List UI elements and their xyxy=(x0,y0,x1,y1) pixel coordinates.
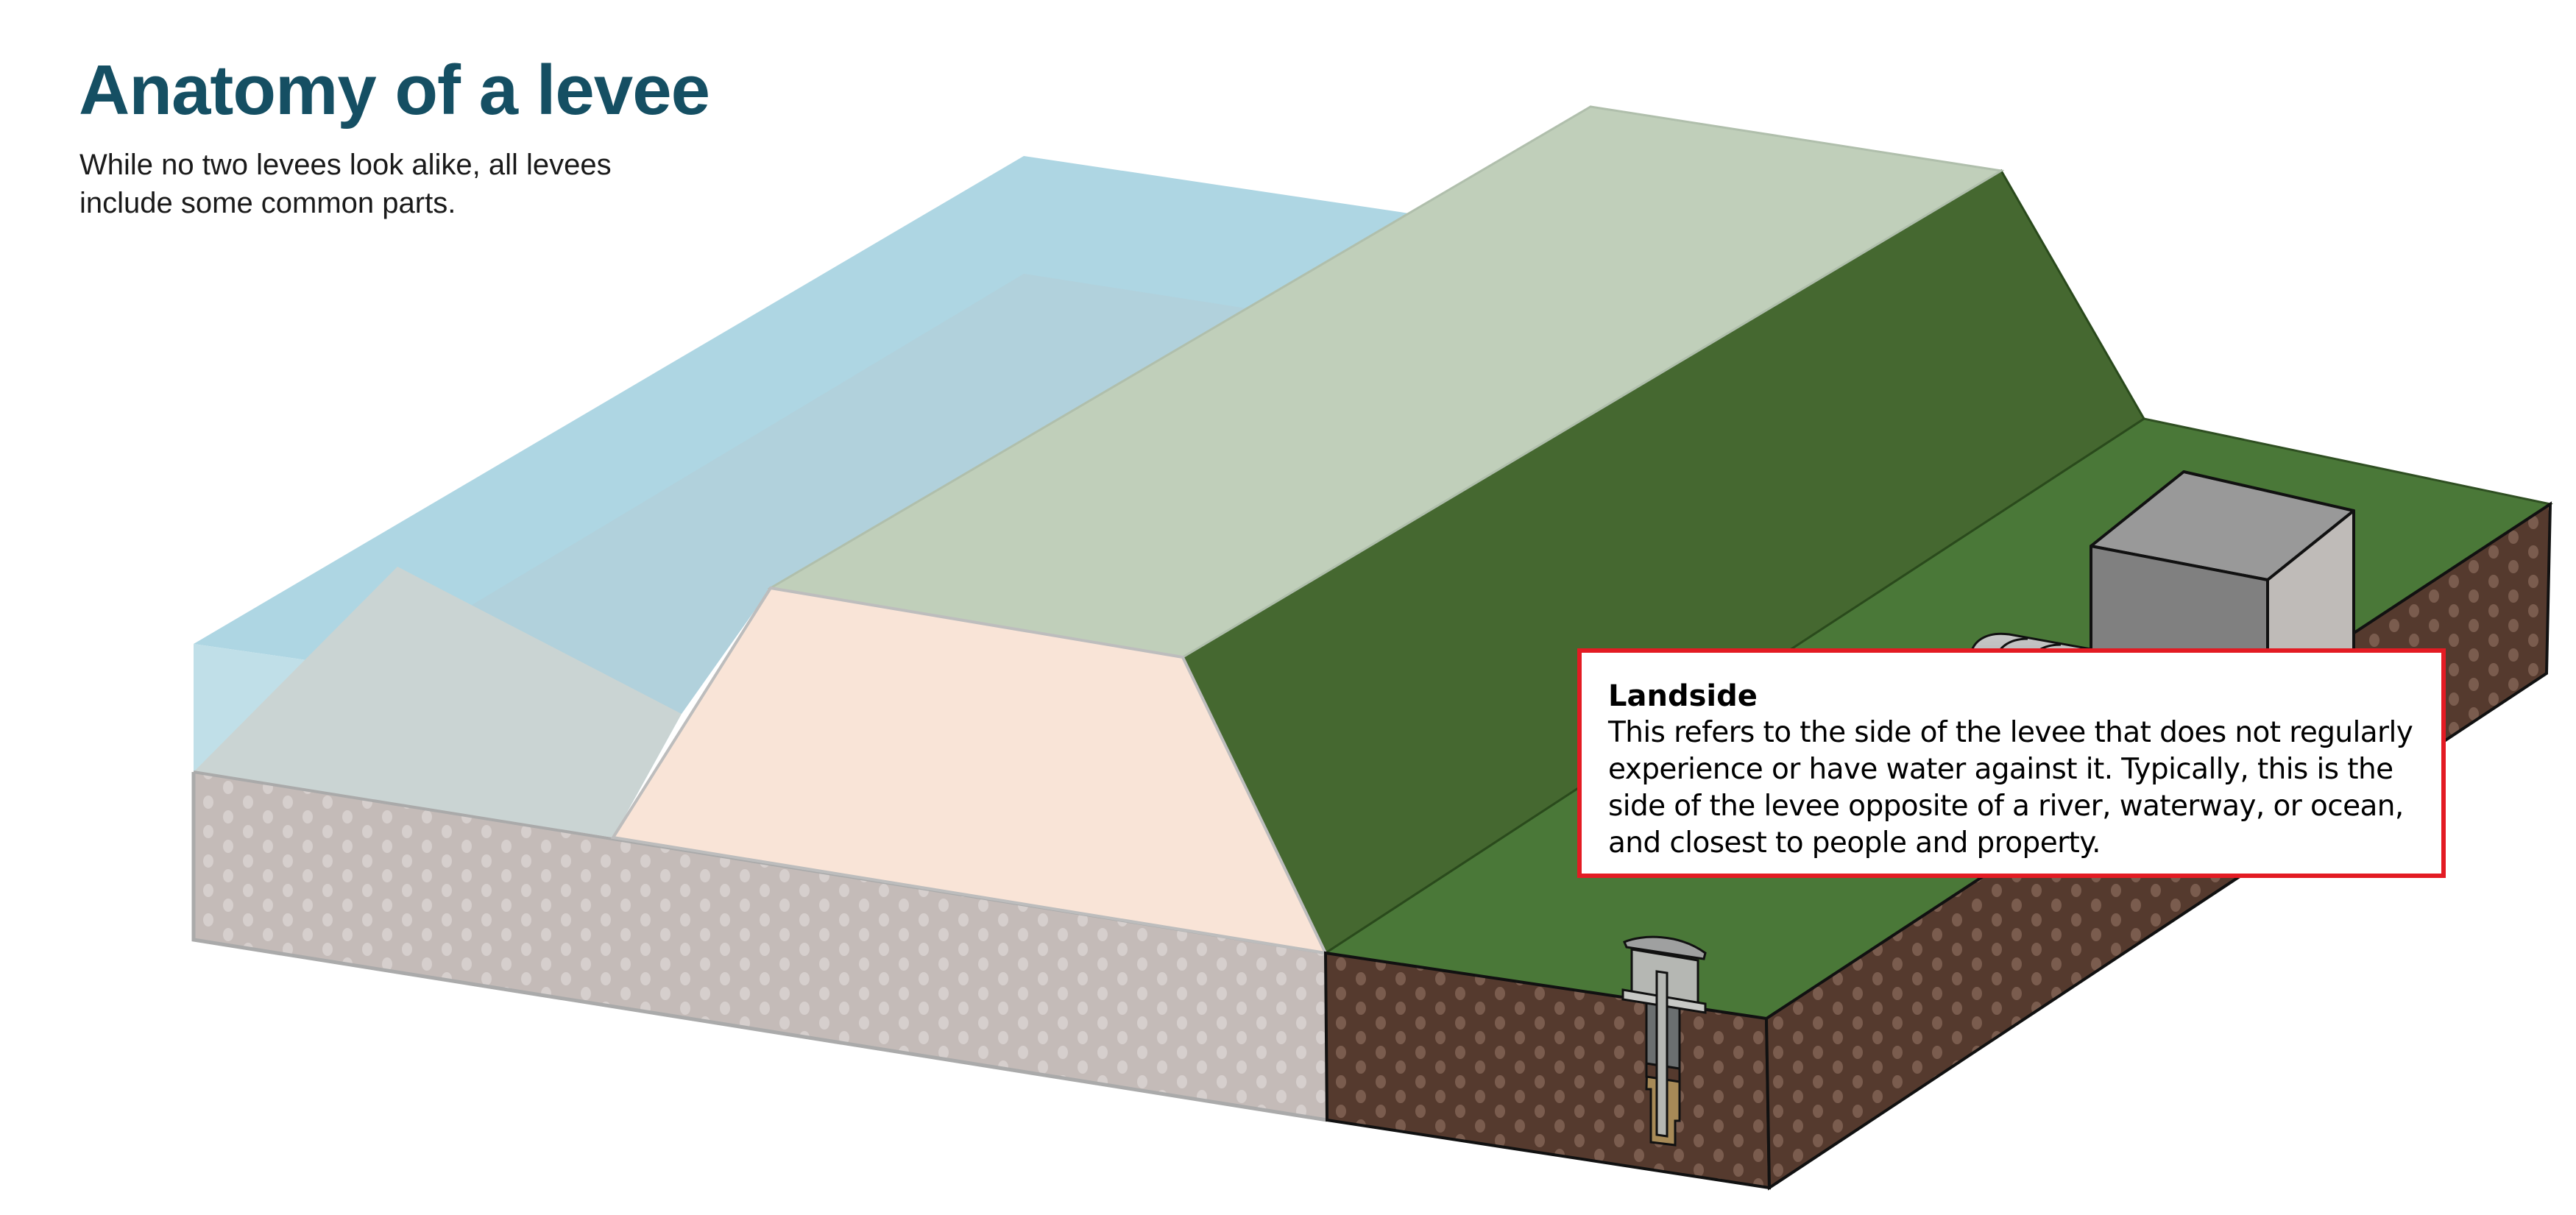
page-title: Anatomy of a levee xyxy=(79,51,710,130)
relief-well xyxy=(1621,935,1707,1147)
callout-body: This refers to the side of the levee tha… xyxy=(1608,716,2413,860)
landside-callout: Landside This refers to the side of the … xyxy=(1577,648,2446,878)
waterside-soil xyxy=(191,771,1328,1122)
callout-title: Landside xyxy=(1608,679,1758,713)
waterside-water xyxy=(194,156,1409,837)
page-subtitle: While no two levees look alike, all leve… xyxy=(79,149,612,219)
